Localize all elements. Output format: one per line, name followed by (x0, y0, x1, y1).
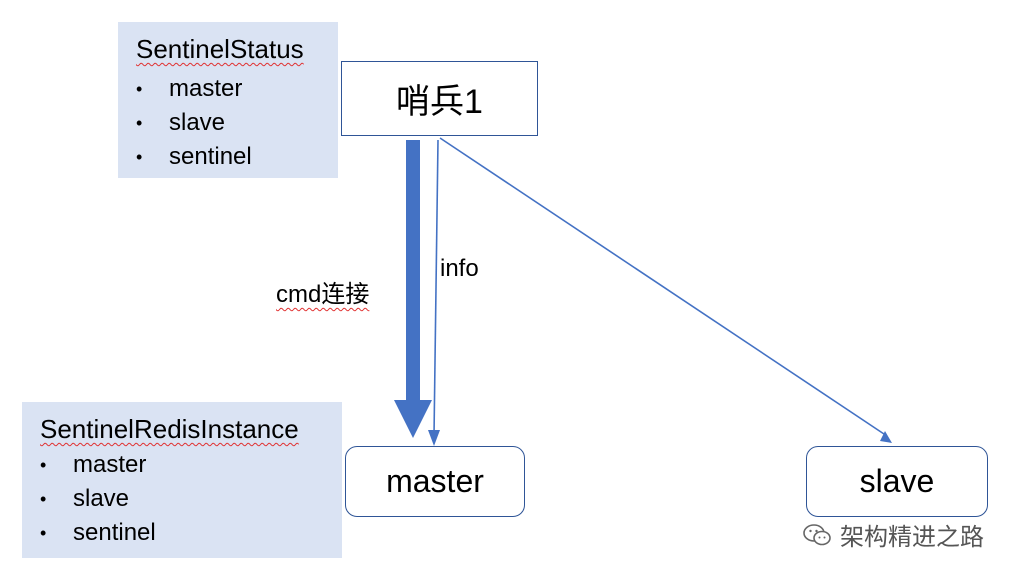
info-arrow-head (428, 430, 440, 446)
wechat-icon (803, 523, 831, 545)
sentinel-status-panel: SentinelStatus •master •slave •sentinel (118, 22, 338, 178)
info-label: info (440, 255, 479, 282)
slave-node-label: slave (859, 463, 935, 499)
sentinel-status-title: SentinelStatus (136, 34, 304, 64)
watermark: 架构精进之路 (802, 517, 984, 552)
master-node: master (345, 446, 525, 517)
sentinel-redis-instance-panel: SentinelRedisInstance •master •slave •se… (22, 402, 342, 558)
cmd-arrow-head (394, 400, 432, 438)
slave-arrow-head (880, 431, 892, 443)
slave-arrow (439, 137, 885, 435)
sentinel-node: 哨兵1 (341, 61, 538, 136)
sentinel-redis-instance-title: SentinelRedisInstance (40, 414, 299, 444)
sentinel-node-label: 哨兵1 (396, 83, 483, 121)
master-node-label: master (386, 463, 484, 499)
info-arrow (433, 139, 439, 437)
cmd-arrow-shaft (406, 140, 420, 402)
watermark-text: 架构精进之路 (840, 524, 984, 551)
cmd-connection-label: cmd连接 (276, 281, 370, 308)
slave-node: slave (806, 446, 988, 517)
